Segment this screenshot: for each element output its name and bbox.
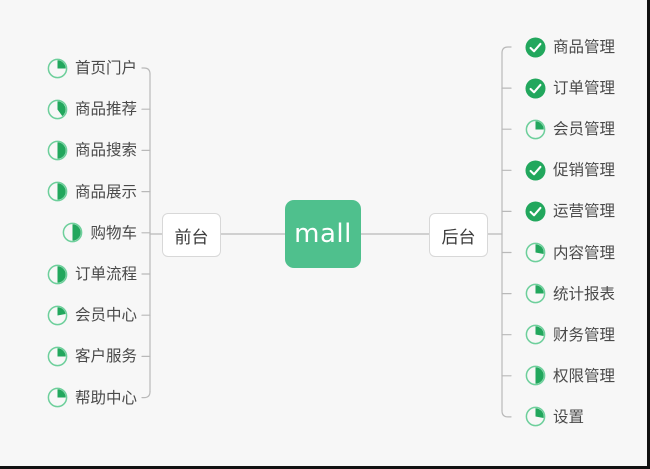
leaf-item-label: 首页门户 [74,59,137,77]
leaf-item-label: 内容管理 [553,243,616,262]
leaf-item-backend-3[interactable]: 促销管理 [525,157,615,183]
progress-pie-icon [525,324,546,345]
leaf-item-frontend-7[interactable]: 客户服务 [47,343,137,369]
progress-pie-icon [47,387,68,408]
check-circle-icon [525,201,546,222]
leaf-item-frontend-2[interactable]: 商品搜索 [47,137,137,163]
progress-pie-icon [47,264,68,285]
progress-pie-icon [62,222,83,243]
leaf-item-frontend-5[interactable]: 订单流程 [47,261,137,287]
progress-pie-icon [47,346,68,367]
leaf-item-frontend-4[interactable]: 购物车 [62,220,137,246]
center-node-label: mall [294,219,352,249]
leaf-item-backend-4[interactable]: 运营管理 [525,198,615,224]
check-circle-icon [525,37,546,58]
leaf-item-frontend-0[interactable]: 首页门户 [47,55,137,81]
progress-pie-icon [47,140,68,161]
leaf-item-backend-6[interactable]: 统计报表 [525,281,615,307]
leaf-item-label: 客户服务 [74,347,137,366]
leaf-item-label: 帮助中心 [74,388,137,407]
leaf-item-label: 会员管理 [553,120,616,139]
leaf-item-label: 权限管理 [553,366,616,385]
progress-pie-icon [525,242,546,263]
leaf-item-frontend-1[interactable]: 商品推荐 [47,96,137,122]
progress-pie-icon [47,181,68,202]
leaf-item-label: 商品展示 [74,182,137,201]
leaf-item-label: 财务管理 [553,325,616,344]
progress-pie-icon [47,58,68,79]
leaf-item-backend-1[interactable]: 订单管理 [525,75,615,101]
leaf-item-label: 订单流程 [74,265,137,283]
branch-node-backend-label: 后台 [441,227,476,248]
leaf-item-label: 商品推荐 [74,100,137,119]
leaf-item-backend-0[interactable]: 商品管理 [525,34,615,60]
progress-pie-icon [525,119,546,140]
leaf-item-label: 促销管理 [553,161,616,180]
progress-pie-icon [47,99,68,120]
check-circle-icon [525,160,546,181]
leaf-item-frontend-3[interactable]: 商品展示 [47,179,137,205]
progress-pie-icon [47,305,68,326]
leaf-item-frontend-8[interactable]: 帮助中心 [47,385,137,411]
leaf-item-backend-7[interactable]: 财务管理 [525,322,615,348]
leaf-item-label: 购物车 [90,223,137,242]
check-circle-icon [525,78,546,99]
leaf-item-backend-8[interactable]: 权限管理 [525,363,615,389]
leaf-item-label: 会员中心 [74,306,137,325]
leaf-item-label: 商品搜索 [74,141,137,160]
leaf-item-label: 商品管理 [553,38,616,56]
branch-node-frontend-label: 前台 [174,227,209,248]
progress-pie-icon [525,365,546,386]
leaf-item-label: 运营管理 [553,202,616,221]
branch-node-frontend[interactable]: 前台 [162,213,221,257]
leaf-item-label: 设置 [553,407,585,426]
leaf-item-backend-5[interactable]: 内容管理 [525,240,615,266]
leaf-item-label: 统计报表 [553,284,616,303]
progress-pie-icon [525,406,546,427]
leaf-item-backend-2[interactable]: 会员管理 [525,116,615,142]
leaf-item-label: 订单管理 [553,79,616,98]
leaf-item-backend-9[interactable]: 设置 [525,404,584,430]
branch-node-backend[interactable]: 后台 [429,213,488,257]
leaf-item-frontend-6[interactable]: 会员中心 [47,302,137,328]
center-node-mall[interactable]: mall [285,200,361,268]
progress-pie-icon [525,283,546,304]
